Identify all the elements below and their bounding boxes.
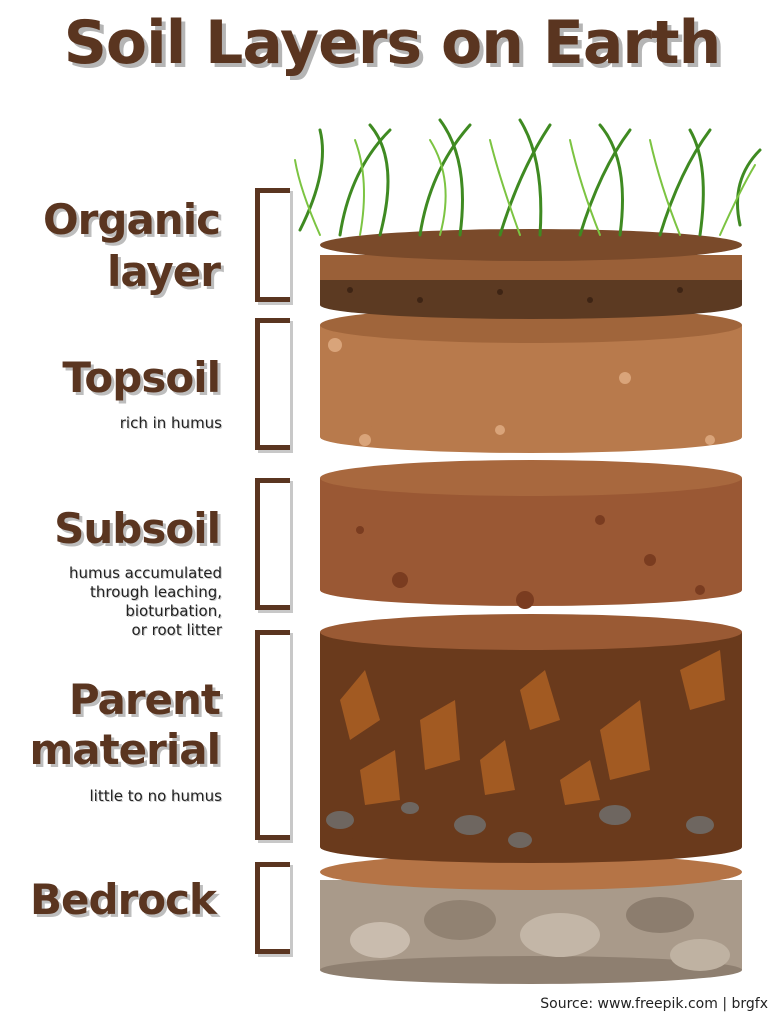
desc-topsoil: rich in humus xyxy=(119,414,222,432)
desc-subsoil-1: humus accumulated xyxy=(68,564,222,582)
label-subsoil: Subsoil xyxy=(54,504,221,553)
bracket-organic xyxy=(255,188,290,302)
label-organic: Organic xyxy=(42,195,221,244)
grass xyxy=(294,118,762,237)
desc-subsoil-4: or root litter xyxy=(131,621,222,639)
label-bedrock: Bedrock xyxy=(30,875,217,924)
bracket-parent xyxy=(255,630,290,840)
desc-subsoil-3: bioturbation, xyxy=(125,602,222,620)
subsoil-layer xyxy=(320,460,742,609)
desc-parent: little to no humus xyxy=(89,787,223,805)
parent-material-layer xyxy=(320,614,742,863)
bracket-topsoil xyxy=(255,318,290,450)
bedrock-layer xyxy=(320,854,742,984)
topsoil-layer xyxy=(320,307,742,453)
source-credit: Source: www.freepik.com | brgfx xyxy=(540,996,768,1012)
label-material: material xyxy=(29,725,221,774)
desc-subsoil-2: through leaching, xyxy=(89,583,222,601)
label-layer: layer xyxy=(106,247,221,296)
bracket-subsoil xyxy=(255,478,290,610)
label-topsoil: Topsoil xyxy=(62,353,221,402)
page-title: Soil Layers on Earth xyxy=(63,8,722,78)
organic-layer xyxy=(320,229,742,319)
bracket-bedrock xyxy=(255,862,290,954)
label-parent: Parent xyxy=(68,675,221,724)
